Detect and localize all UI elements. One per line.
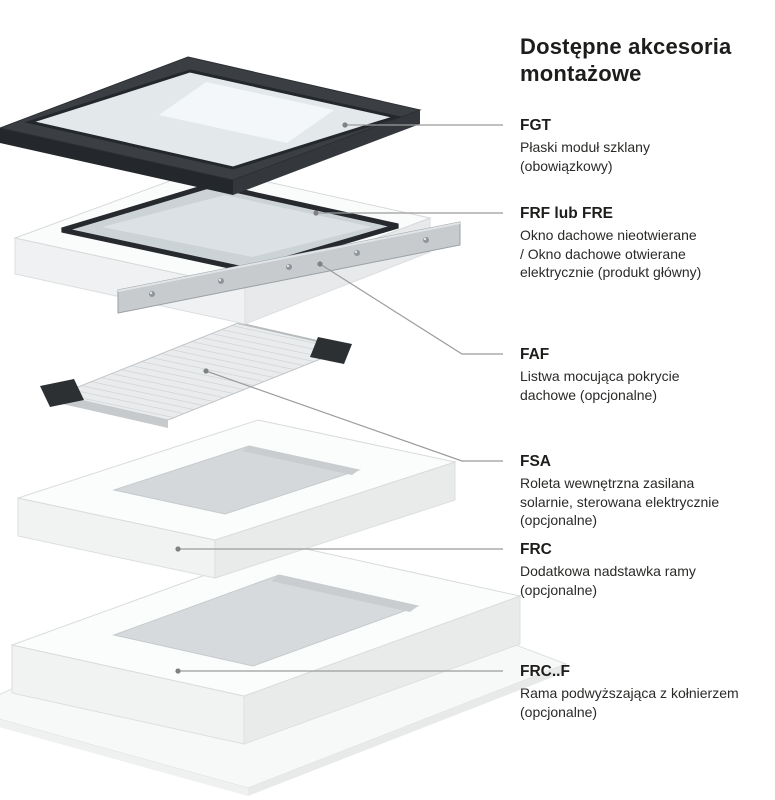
mounting-strip-screws — [149, 237, 429, 297]
frame-extension-illustration — [16, 419, 457, 579]
mounting-strip-highlight — [117, 222, 461, 292]
accessory-label-fsa: FSA Roleta wewnętrzna zasilana solarnie,… — [520, 453, 772, 530]
accessory-label-frc: FRC Dodatkowa nadstawka ramy (opcjonalne… — [520, 541, 772, 599]
leader-dot-frcf — [175, 668, 181, 674]
accessory-description: Roleta wewnętrzna zasilana solarnie, ste… — [520, 475, 720, 528]
accessory-code: FAF — [520, 346, 550, 363]
accessory-description: Płaski moduł szklany (obowiązkowy) — [520, 139, 650, 174]
accessory-label-frf-fre: FRF lub FRE Okno dachowe nieotwierane / … — [520, 205, 772, 282]
leader-line-faf — [319, 263, 503, 355]
accessory-code: FRC — [520, 541, 552, 558]
flange-edge-left — [0, 719, 248, 796]
accessory-code: FGT — [520, 117, 551, 134]
accessory-code: FRF lub FRE — [520, 205, 613, 222]
accessory-code: FRC..F — [520, 663, 570, 680]
accessory-code: FSA — [520, 453, 551, 470]
page-title: Dostępne akcesoria montażowe — [520, 34, 732, 86]
roller-blind-illustration — [40, 322, 352, 428]
mounting-strip-illustration — [117, 221, 461, 314]
leader-lines — [178, 124, 503, 672]
blind-right-bracket — [310, 337, 352, 364]
roof-window-illustration — [13, 167, 432, 325]
leader-line-fsa — [205, 370, 503, 462]
accessory-description: Rama podwyższająca z kołnierzem (opcjona… — [520, 685, 739, 720]
raising-frame-with-flange-illustration — [0, 544, 568, 796]
leader-dot-frc — [175, 546, 181, 552]
leader-dot-fgt — [342, 122, 348, 128]
raising-frame-inner-wall — [271, 575, 418, 612]
accessory-label-faf: FAF Listwa mocująca pokrycie dachowe (op… — [520, 346, 772, 404]
leader-dot-faf — [317, 261, 323, 267]
glass-module-right-thickness — [233, 110, 420, 195]
flange-edge-right — [248, 664, 566, 796]
leader-dot-frf — [313, 210, 319, 216]
glass-module-illustration — [0, 56, 422, 195]
leader-dot-fsa — [203, 368, 209, 374]
leader-dots — [175, 122, 348, 674]
accessory-label-fgt: FGT Płaski moduł szklany (obowiązkowy) — [520, 117, 772, 175]
accessory-label-frc-f: FRC..F Rama podwyższająca z kołnierzem (… — [520, 663, 772, 721]
window-pane — [102, 195, 372, 257]
extension-inner-wall — [242, 446, 359, 475]
blind-front-rail — [58, 395, 168, 428]
accessory-description: Listwa mocująca pokrycie dachowe (opcjon… — [520, 368, 680, 403]
blind-left-bracket — [40, 379, 84, 407]
glass-reflection — [159, 82, 334, 143]
glass-module-left-thickness — [0, 128, 233, 195]
accessory-description: Dodatkowa nadstawka ramy (opcjonalne) — [520, 563, 696, 598]
accessory-description: Okno dachowe nieotwierane / Okno dachowe… — [520, 227, 702, 280]
